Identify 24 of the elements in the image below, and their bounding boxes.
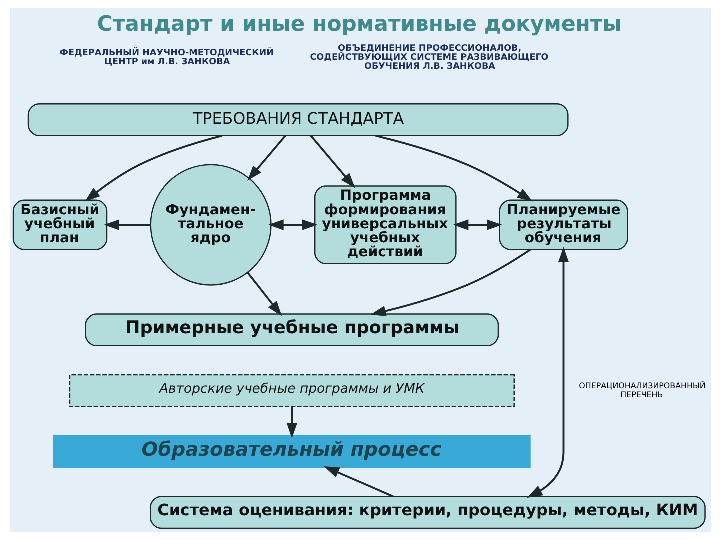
node-box: Программа формирования универсальных учебных действий [314,186,456,264]
edge-label: ОПЕРАЦИОНАЛИЗИРОВАННЫЙ ПЕРЕЧЕНЬ [578,381,706,400]
diagram-title: Стандарт и иные нормативные документы [96,11,622,36]
node-box: Система оценивания: критерии, процедуры, методы, КИМ [150,496,706,530]
arrow [246,272,282,316]
arrow [286,407,298,438]
label: ОБЪЕДИНЕНИЕ ПРОФЕССИОНАЛОВ, СОДЕЙСТВУЮЩИХ СИСТЕМЕ РАЗВИВАЮЩЕГО ОБУЧЕНИЯ Л.В. ЗАНКОВА [310,44,548,72]
arrow [526,247,569,498]
node-box: Авторские учебные программы и УМК [68,374,514,408]
node-box: Базисный учебный план [12,200,108,250]
node-box: Планируемые результаты обучения [498,200,628,250]
label: ФЕДЕРАЛЬНЫЙ НАУЧНО-МЕТОДИЧЕСКИЙ ЦЕНТР им Л.В. ЗАНКОВА [59,48,274,68]
node-box: Примерные учебные программы [84,314,499,347]
arrow [370,249,530,317]
arrow [104,220,150,230]
arrow [84,134,222,202]
arrow [247,135,286,181]
arrow [324,466,394,498]
arrow [310,135,355,188]
arrow [268,220,318,230]
arrow [452,220,502,230]
node-box: ТРЕБОВАНИЯ СТАНДАРТА [27,104,568,136]
arrow [375,135,532,202]
node-box: Образовательный процесс [52,435,530,468]
